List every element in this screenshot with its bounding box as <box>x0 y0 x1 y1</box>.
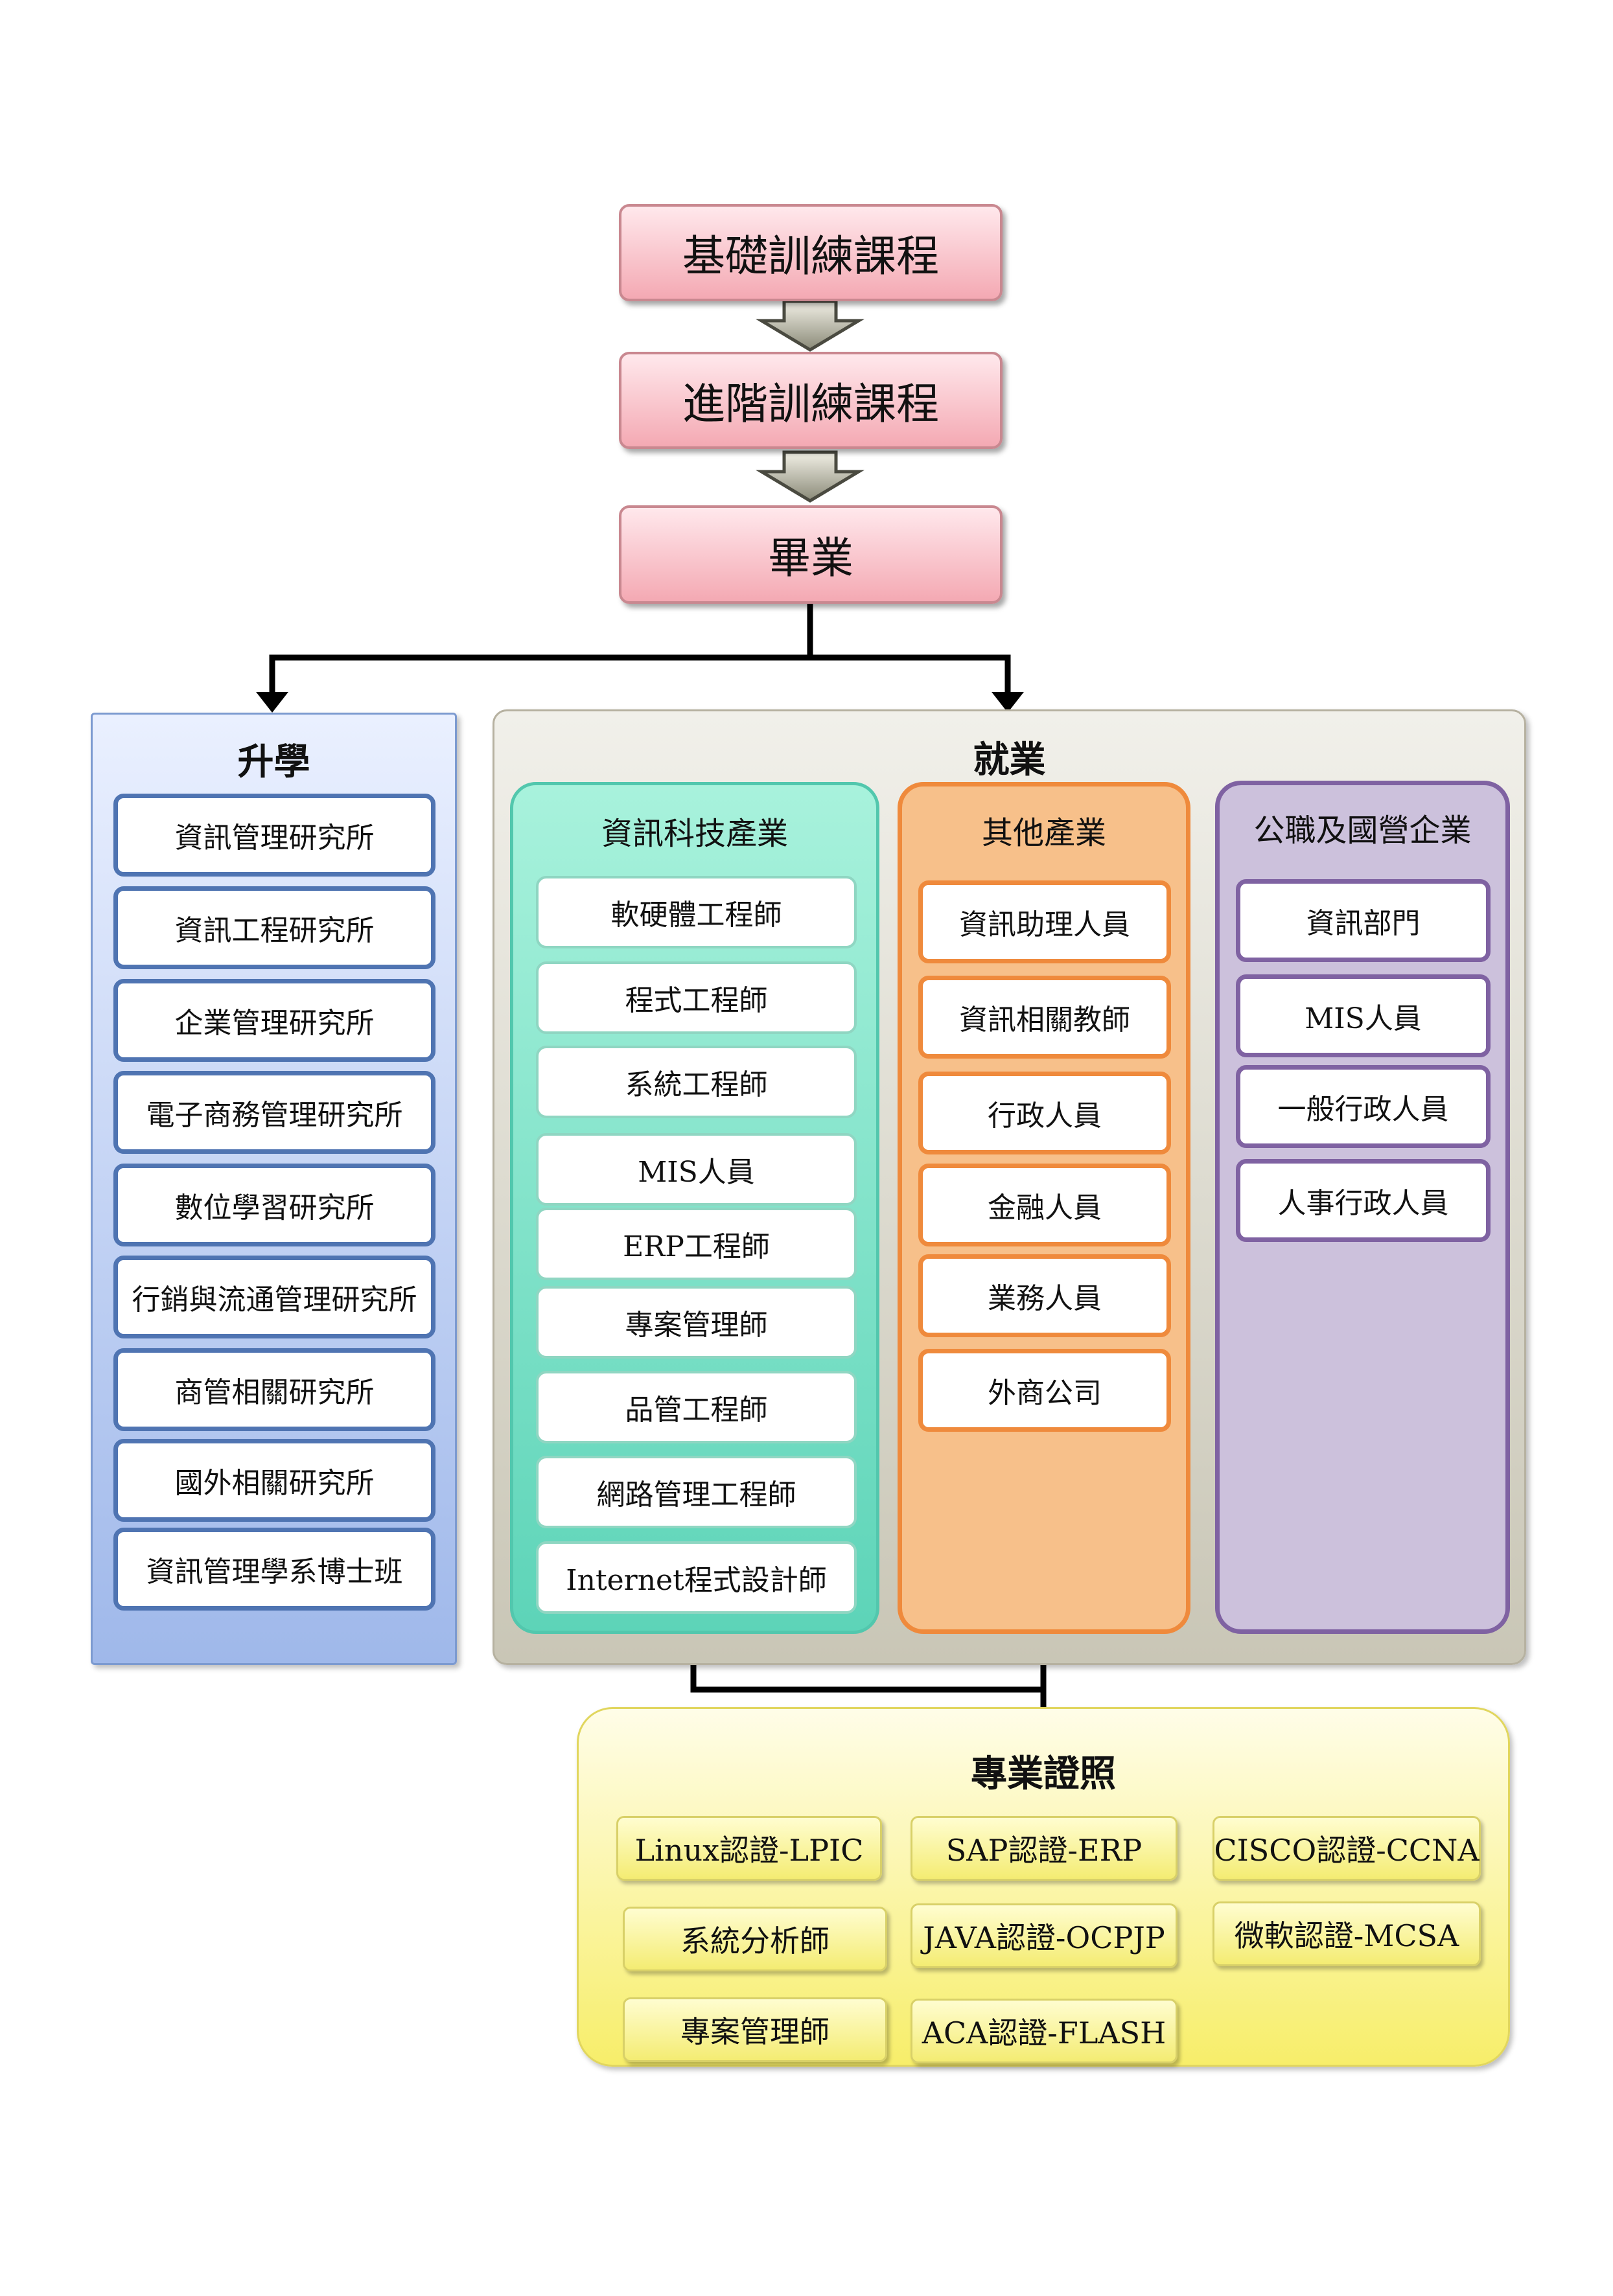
list-item: 資訊管理研究所 <box>113 794 435 877</box>
list-item: MIS人員 <box>1236 974 1491 1057</box>
list-item: 資訊部門 <box>1236 879 1491 962</box>
list-item: Internet程式設計師 <box>536 1541 857 1614</box>
cert-item: Linux認證-LPIC <box>616 1816 882 1881</box>
list-item: 人事行政人員 <box>1236 1159 1491 1242</box>
graduation-label: 畢業 <box>768 533 853 583</box>
arrow-head-icon <box>992 692 1024 713</box>
other-industry-title: 其他產業 <box>981 815 1106 851</box>
list-item: 商管相關研究所 <box>113 1348 435 1431</box>
it-industry-title: 資訊科技產業 <box>601 816 788 852</box>
cert-item: 微軟認證-MCSA <box>1213 1901 1481 1966</box>
public-sector-panel: 公職及國營企業 資訊部門 MIS人員一般行政人員人事行政人員 <box>1215 781 1510 1634</box>
list-item: 專案管理師 <box>536 1286 857 1359</box>
list-item: 行銷與流通管理研究所 <box>113 1256 435 1338</box>
list-item: 資訊助理人員 <box>918 880 1171 963</box>
basic-training-box: 基礎訓練課程 <box>619 204 1003 301</box>
list-item: 電子商務管理研究所 <box>113 1071 435 1154</box>
list-item: 行政人員 <box>918 1072 1171 1154</box>
list-item: 品管工程師 <box>536 1371 857 1443</box>
list-item: 資訊管理學系博士班 <box>113 1528 435 1611</box>
list-item: 企業管理研究所 <box>113 979 435 1062</box>
public-sector-title: 公職及國營企業 <box>1253 812 1472 849</box>
basic-training-label: 基礎訓練課程 <box>682 231 939 281</box>
list-item: 國外相關研究所 <box>113 1439 435 1522</box>
arrow-head-icon <box>256 692 288 713</box>
list-item: 數位學習研究所 <box>113 1164 435 1246</box>
list-item: 網路管理工程師 <box>536 1456 857 1528</box>
other-industry-panel: 其他產業 資訊助理人員資訊相關教師行政人員金融人員業務人員外商公司 <box>898 782 1190 1634</box>
employment-title: 就業 <box>973 739 1046 781</box>
cert-item: ACA認證-FLASH <box>911 1999 1178 2063</box>
list-item: 資訊相關教師 <box>918 976 1171 1059</box>
list-item: 金融人員 <box>918 1164 1171 1246</box>
list-item: 一般行政人員 <box>1236 1065 1491 1148</box>
cert-item: 專案管理師 <box>623 1997 887 2062</box>
advanced-training-label: 進階訓練課程 <box>682 379 939 429</box>
list-item: 業務人員 <box>918 1254 1171 1337</box>
list-item: 軟硬體工程師 <box>536 876 857 948</box>
list-item: 系統工程師 <box>536 1046 857 1118</box>
graduation-box: 畢業 <box>619 505 1003 604</box>
list-item: 資訊工程研究所 <box>113 886 435 969</box>
cert-item: JAVA認證-OCPJP <box>911 1903 1178 1968</box>
list-item: 程式工程師 <box>536 961 857 1034</box>
advanced-training-box: 進階訓練課程 <box>619 352 1003 449</box>
cert-item: SAP認證-ERP <box>911 1816 1178 1881</box>
down-arrow-icon <box>755 450 865 503</box>
list-item: MIS人員 <box>536 1133 857 1206</box>
list-item: ERP工程師 <box>536 1208 857 1280</box>
certifications-panel: 專業證照 Linux認證-LPIC SAP認證-ERP CISCO認證-CCNA 系統… <box>577 1707 1510 2067</box>
down-arrow-icon <box>755 299 865 352</box>
list-item: 外商公司 <box>918 1349 1171 1432</box>
further-study-panel: 升學 資訊管理研究所資訊工程研究所企業管理研究所電子商務管理研究所數位學習研究所… <box>91 713 457 1665</box>
cert-item: 系統分析師 <box>623 1907 887 1971</box>
cert-item: CISCO認證-CCNA <box>1213 1816 1481 1881</box>
certifications-title: 專業證照 <box>971 1752 1116 1795</box>
further-study-title: 升學 <box>237 740 310 783</box>
